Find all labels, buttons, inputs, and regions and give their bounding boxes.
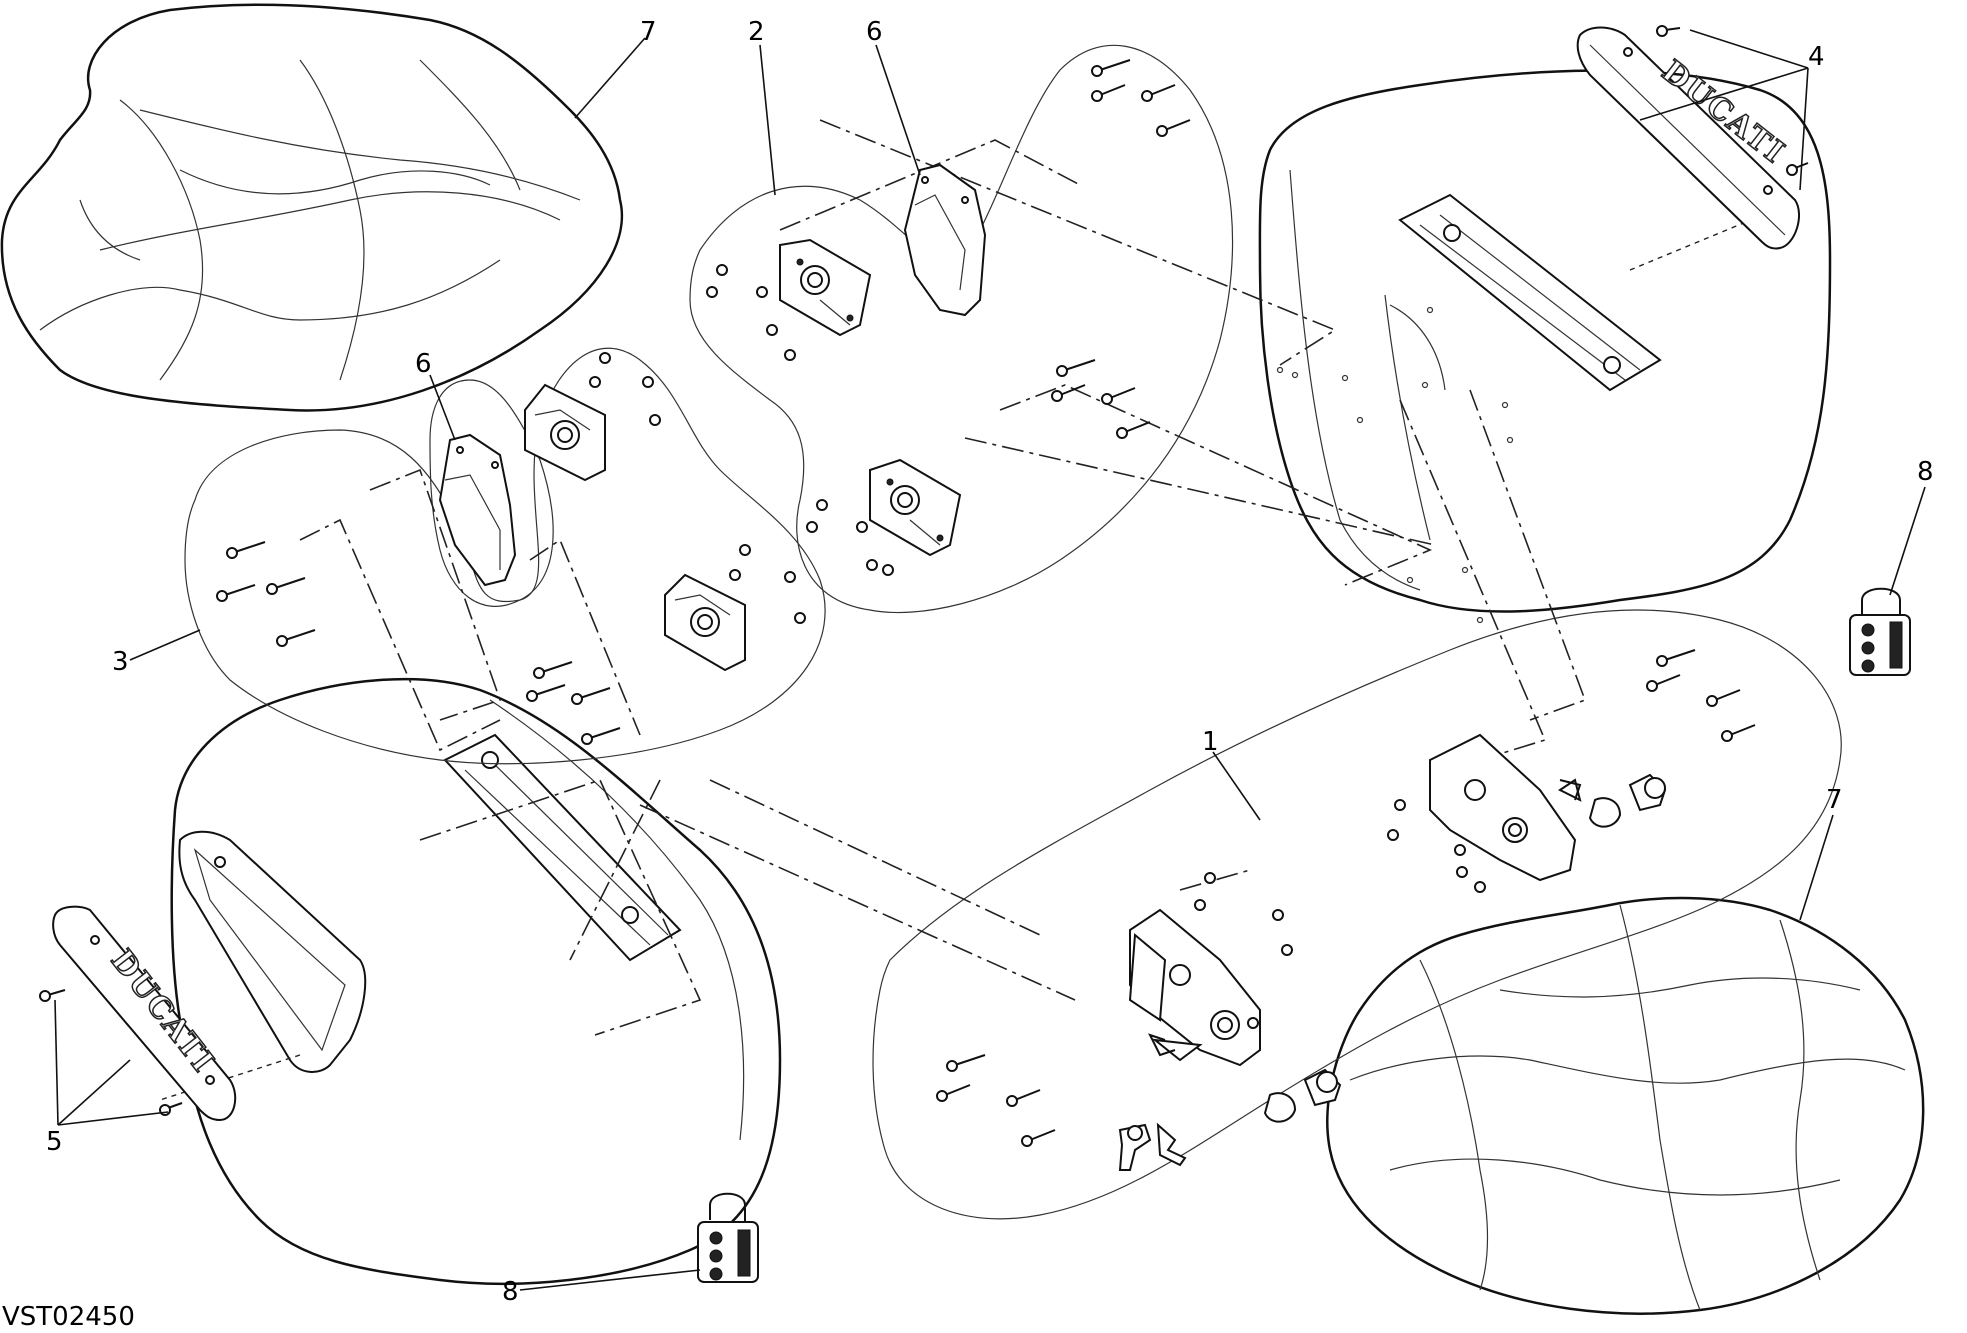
pannier-left (170, 677, 782, 1285)
screws-kit3 (216, 352, 806, 745)
hinge-bracket-kit3-lower (664, 573, 746, 672)
callout-8-bottom: 8 (502, 1277, 519, 1307)
hinge-bracket-kit3-upper (524, 383, 606, 482)
hinge-bracket-kit2-lower (869, 458, 962, 557)
callout-1: 1 (1202, 727, 1219, 757)
cover-plate-left (438, 433, 517, 587)
callout-6-left: 6 (415, 349, 432, 379)
leader-lines (54, 29, 1926, 1291)
kit-outline-1 (872, 609, 1842, 1220)
lock-cylinders (1148, 773, 1667, 1123)
lock-bracket-kit1-left (1128, 908, 1261, 1067)
hinge-bracket-kit2-upper (779, 238, 872, 337)
pannier-right (1258, 69, 1832, 624)
keys (1118, 1122, 1187, 1171)
callout-3: 3 (112, 647, 129, 677)
callout-5: 5 (46, 1127, 63, 1157)
cover-plate-upper (903, 163, 987, 317)
padlock-right (1849, 587, 1911, 676)
lock-bracket-kit1-right (1429, 733, 1582, 882)
callout-2: 2 (748, 17, 765, 47)
callout-4: 4 (1808, 42, 1825, 72)
screws-kit1 (936, 649, 1756, 1147)
rain-cover-top-left (0, 3, 624, 412)
padlock-bottom (697, 1192, 759, 1283)
rain-cover-bottom-right (1326, 896, 1925, 1315)
callout-7-top-left: 7 (640, 17, 657, 47)
callout-6-top: 6 (866, 17, 883, 47)
callout-8-right: 8 (1917, 457, 1934, 487)
drawing-code: VST02450 (2, 1302, 135, 1332)
kit-outline-6-inner (429, 379, 554, 607)
callout-7-bottom-right: 7 (1826, 785, 1843, 815)
screws-kit2 (706, 59, 1191, 576)
